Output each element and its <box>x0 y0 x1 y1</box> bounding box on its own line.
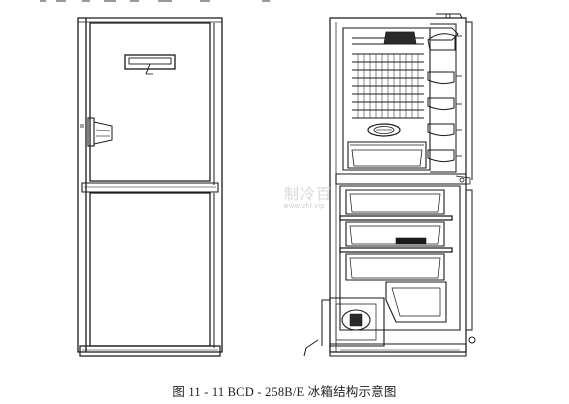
door-shelves-upper <box>427 33 456 163</box>
crisper-drawer <box>347 141 427 169</box>
base-plinth <box>79 345 221 357</box>
watermark-url: www.zhl.vip <box>283 202 325 210</box>
compressor <box>329 297 385 347</box>
door-divider <box>81 182 219 193</box>
fridge-compartment-liner <box>342 27 431 171</box>
freezer-drawers <box>339 189 453 281</box>
evaporator-coils <box>352 37 424 119</box>
door-handle <box>87 117 113 147</box>
upper-door <box>89 22 211 182</box>
cabinet-outline <box>77 17 223 353</box>
bottom-freezer-drawer <box>385 281 447 323</box>
refrigerant-tubing <box>303 21 476 357</box>
scan-residue <box>40 0 270 2</box>
figure-caption: 图 11 - 11 BCD - 258B/E 冰箱结构示意图 <box>172 385 397 399</box>
compartment-divider <box>335 173 467 185</box>
watermark-brand: 制冷百 <box>284 185 333 203</box>
upper-door-side <box>430 23 457 173</box>
control-panel <box>124 54 176 75</box>
thermostat-dial <box>367 123 401 137</box>
freezer-compartment-liner <box>339 185 461 331</box>
cabinet-base <box>329 343 467 357</box>
